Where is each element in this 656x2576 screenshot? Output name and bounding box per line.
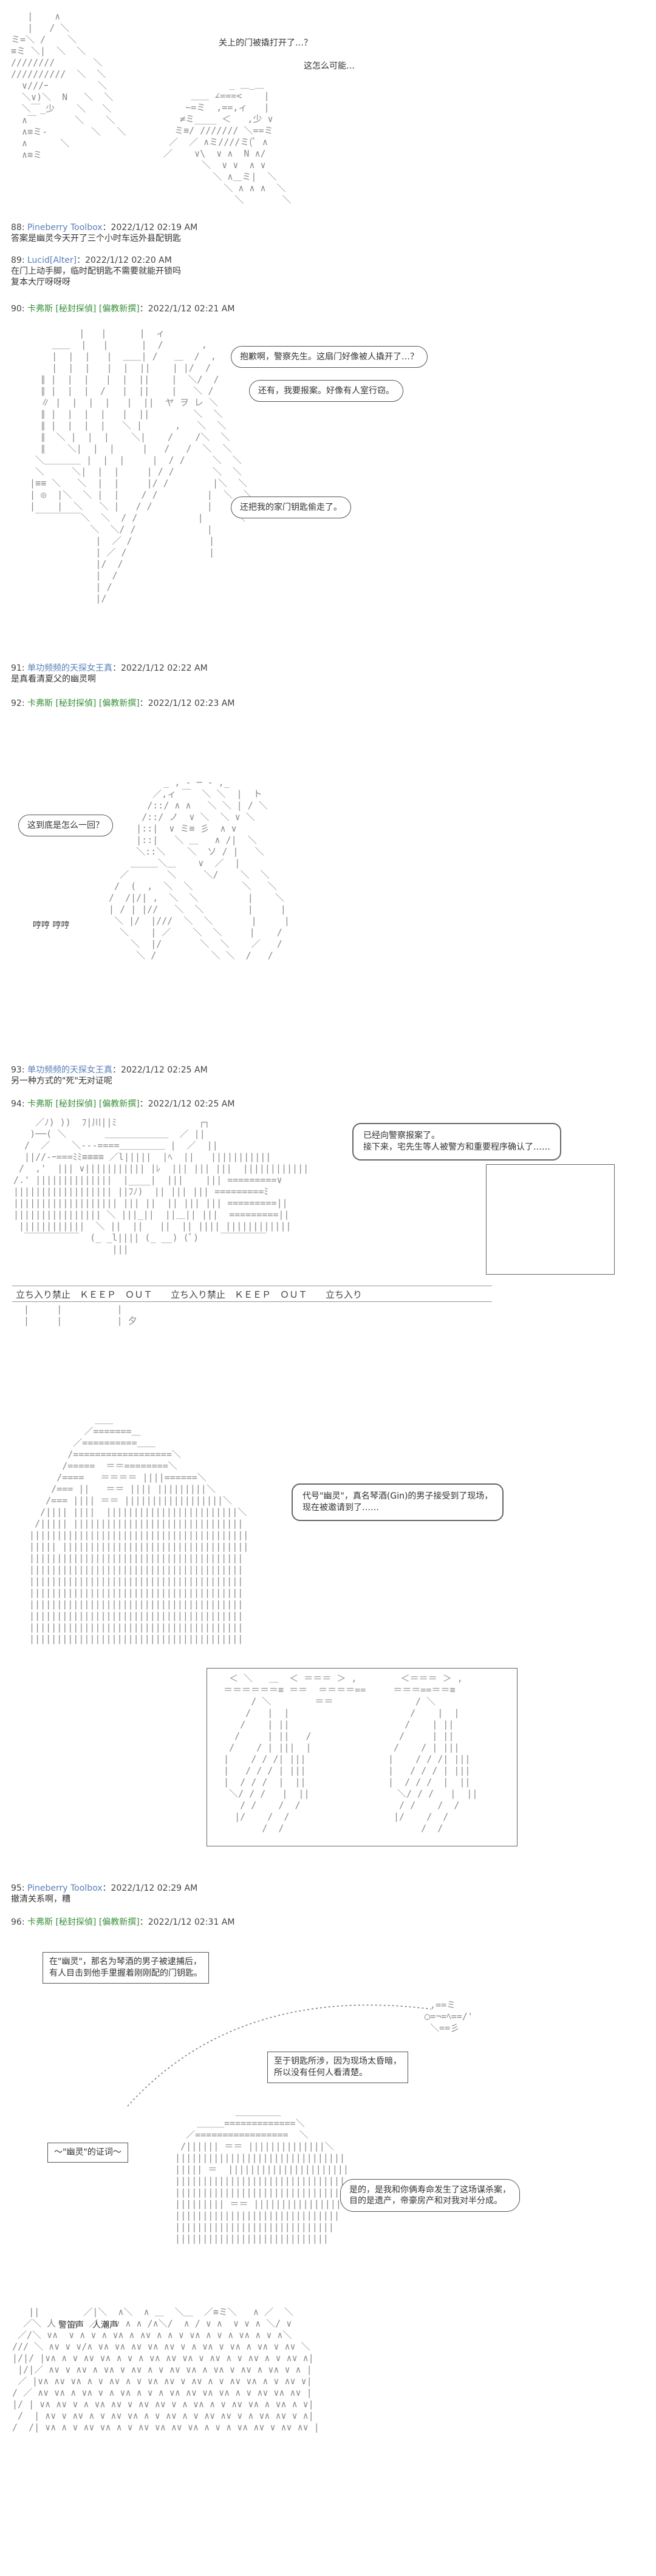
post-header-91: 91: 单功频频的天探女王真：2022/1/12 02:22 AM [11, 663, 208, 673]
post-body-88: 答案是幽灵今天开了三个小时车远外县配钥匙 [11, 234, 181, 243]
scene92-bubble-1: 这到底是怎么一回？ [18, 815, 113, 836]
post-date: 2022/1/12 02:31 AM [148, 1917, 235, 1927]
scene90-bubble-3: 还把我的家门钥匙偷走了。 [231, 497, 351, 518]
scene94-narration-2-line1: 代号"幽灵"，真名琴酒(Gin)的男子接受到了现场， [302, 1491, 493, 1501]
post-date: 2022/1/12 02:19 AM [111, 223, 198, 232]
scene94-narration-2: 代号"幽灵"，真名琴酒(Gin)的男子接受到了现场， 现在被邀请到了…… [292, 1483, 504, 1521]
post-author[interactable]: 单功频频的天探女王真 [27, 1065, 112, 1075]
scene96-key-throw-arc [127, 2004, 432, 2107]
post-number: 93: [11, 1065, 25, 1075]
post-header-96: 96: 卡弗斯 [秘封探偵] [偏教新撰]：2022/1/12 02:31 AM [11, 1917, 235, 1927]
scene96-label-text: ～"幽灵"的证词～ [54, 2147, 121, 2157]
scene92-sfx: 哼哼 哼哼 [33, 921, 70, 930]
post-author[interactable]: Lucid[Alter] [27, 256, 77, 265]
post-header-89: 89: Lucid[Alter]：2022/1/12 02:20 AM [11, 256, 172, 265]
scene96-narration-1-line1: 在"幽灵"，那名为琴酒的男子被逮捕后， [49, 1957, 202, 1967]
keepout-tape-text: 立ち入り禁止 ＫＥＥＰ ＯＵＴ 立ち入り禁止 ＫＥＥＰ ＯＵＴ 立ち入り [16, 1289, 363, 1300]
scene94-narration-1-line1: 已经向警察报案了。 [363, 1131, 440, 1141]
post-author[interactable]: 卡弗斯 [27, 304, 53, 314]
ascii-art-scene96-crowd: || ／|＼ ∧＼ ∧ ＿ ＼＿ ／≡ミ＼ ∧ ／ ＼ ／＼ 人 ∧ ／ ∧ ∨… [12, 2307, 319, 2433]
post-date: 2022/1/12 02:25 AM [120, 1065, 208, 1075]
ascii-art-scene94-police-car: ／ﾉ) )) ﾌ|川||ﾐ ┌┐ )──( ＼ ＿＿＿＿＿＿＿ ／ || / ／… [13, 1117, 309, 1255]
scene90-bubble-1: 抱歉啊，警察先生。这扇门好像被人撬开了…？ [231, 346, 428, 368]
ascii-art-left-figure: | ∧ | / ＼ ミ=＼ / ＼ ≡ミ ＼| ＼ ＼ //////// ＼ /… [11, 11, 126, 160]
arc-path [127, 2004, 432, 2107]
post-number: 91: [11, 663, 25, 673]
scene1-bubble-2: 这怎么可能… [304, 61, 355, 72]
scene94-narration-2-line2: 现在被邀请到了…… [302, 1503, 379, 1513]
scene90-bubble-2: 还有，我要报案。好像有人室行窃。 [249, 380, 403, 402]
scene90-bubble-3-text: 还把我的家门钥匙偷走了。 [240, 503, 342, 512]
post-author[interactable]: Pineberry Toolbox [27, 1883, 103, 1893]
scene96-bubble-confession-line1: 是的，是我和你俩寿命发生了这场谋杀案， [349, 2185, 511, 2195]
post-number: 94: [11, 1099, 25, 1109]
ascii-art-scene92-figure: _ , - ─ - ,_ ／,ィ ￣ ＼ ＼ | ト /::/ ∧ ∧ ＼ ＼ … [109, 777, 290, 961]
post-header-95: 95: Pineberry Toolbox：2022/1/12 02:29 AM [11, 1883, 198, 1893]
scene1-bubble-1: 关上的门被撬打开了…？ [219, 38, 312, 49]
post-date: 2022/1/12 02:20 AM [85, 256, 172, 265]
ascii-art-scene90-figure: | | | ィ ＿＿ | | | / , | | | | ＿＿| / ＿ / ,… [30, 328, 258, 604]
scene96-narration-1-line2: 有人目击到他手里握着刚刚配的门钥匙。 [49, 1968, 202, 1978]
post-body-93: 另一种方式的"死"无对证呢 [11, 1076, 112, 1086]
post-body-95: 撤清关系啊，糟 [11, 1894, 70, 1904]
post-trip: [秘封探偵] [55, 304, 97, 314]
post-date: 2022/1/12 02:25 AM [148, 1099, 235, 1109]
post-header-93: 93: 单功频频的天探女王真：2022/1/12 02:25 AM [11, 1065, 208, 1075]
ascii-art-scene96-ghost: ＿＿＿＿＿ ＿＿＿=============＼ ／===============… [175, 2106, 349, 2244]
scene96-label: ～"幽灵"的证词～ [47, 2143, 128, 2163]
post-date: 2022/1/12 02:21 AM [148, 304, 235, 314]
scene96-bubble-confession-line2: 目的是遗产，帝豪房产和对我对半分成。 [349, 2196, 502, 2206]
ascii-art-scene1-figure: _ ＿_＿ ＿＿ ∠===< | ~=ミ ,==,ィ | ≠ミ____ ＜ ,少… [163, 79, 292, 205]
post-number: 88: [11, 223, 25, 232]
post-header-94: 94: 卡弗斯 [秘封探偵] [偏教新撰]：2022/1/12 02:25 AM [11, 1099, 235, 1109]
post-author[interactable]: 卡弗斯 [27, 1099, 53, 1109]
scene94-narration-1-line2: 接下来，宅先生等人被警方和重要程序确认了…… [363, 1142, 550, 1152]
scene1-bubble-1-text: 关上的门被撬打开了…？ [219, 38, 312, 48]
scene90-bubble-2-text: 还有，我要报案。好像有人室行窃。 [258, 386, 394, 396]
scene94-narration-1: 已经向警察报案了。 接下来，宅先生等人被警方和重要程序确认了…… [352, 1123, 561, 1161]
ascii-art-keepout-posts: | | | | | | 夕 [24, 1304, 137, 1326]
post-trip: [秘封探偵] [55, 1099, 97, 1109]
post-author[interactable]: 单功频频的天探女王真 [27, 663, 112, 673]
post-author[interactable]: Pineberry Toolbox [27, 223, 103, 232]
post-body-89-line1: 在门上动手脚，临时配钥匙不需要就能开锁吗 [11, 266, 181, 276]
post-number: 89: [11, 256, 25, 265]
post-header-92: 92: 卡弗斯 [秘封探偵] [偏教新撰]：2022/1/12 02:23 AM [11, 699, 235, 708]
ascii-art-scene94-ghost: ＿＿ ／=======＿ ／==========＿＿ /============… [29, 1414, 249, 1644]
post-trip2: [偏教新撰] [98, 699, 140, 708]
ascii-art-handcuffs: ＜ ＼ ＿ ＜ ＝＝＝ ＞ , ＜＝＝＝ ＞ , ＝＝＝＝＝＝≡ ＝＝ ＝＝＝＝… [224, 1673, 478, 1834]
scene96-sfx: 警笛声 人潮声 [58, 2320, 118, 2330]
post-trip: [秘封探偵] [55, 1917, 97, 1927]
post-date: 2022/1/12 02:29 AM [111, 1883, 198, 1893]
post-trip: [秘封探偵] [55, 699, 97, 708]
post-date: 2022/1/12 02:22 AM [120, 663, 208, 673]
post-number: 90: [11, 304, 25, 314]
scene94-handcuff-panel [207, 1668, 518, 1846]
scene96-narration-2: 至于钥匙所涉，因为现场太昏暗， 所以没有任何人看清楚。 [267, 2052, 408, 2083]
post-trip2: [偏教新撰] [98, 304, 140, 314]
scene90-bubble-1-text: 抱歉啊，警察先生。这扇门好像被人撬开了…？ [240, 352, 419, 362]
post-body-91: 是真看清夏父的幽灵啊 [11, 674, 96, 684]
post-body-89-line2: 复本大厅呀呀呀 [11, 277, 70, 287]
scene96-narration-1: 在"幽灵"，那名为琴酒的男子被逮捕后， 有人目击到他手里握着刚刚配的门钥匙。 [43, 1952, 209, 1984]
scene94-panel-rect [486, 1164, 615, 1275]
ascii-art-key: ,==ミ ◯=¬=ﾍ==/' ＼==彡 [425, 1999, 473, 2033]
post-header-88: 88: Pineberry Toolbox：2022/1/12 02:19 AM [11, 223, 198, 232]
post-trip2: [偏教新撰] [98, 1099, 140, 1109]
scene96-bubble-confession: 是的，是我和你俩寿命发生了这场谋杀案， 目的是遗产，帝豪房产和对我对半分成。 [340, 2179, 520, 2212]
post-trip2: [偏教新撰] [98, 1917, 140, 1927]
scene96-narration-2-line1: 至于钥匙所涉，因为现场太昏暗， [274, 2056, 401, 2066]
post-number: 92: [11, 699, 25, 708]
post-number: 95: [11, 1883, 25, 1893]
post-number: 96: [11, 1917, 25, 1927]
post-date: 2022/1/12 02:23 AM [148, 699, 235, 708]
post-author[interactable]: 卡弗斯 [27, 1917, 53, 1927]
scene92-bubble-1-text: 这到底是怎么一回？ [27, 821, 104, 830]
scene1-bubble-2-text: 这怎么可能… [304, 61, 355, 71]
post-author[interactable]: 卡弗斯 [27, 699, 53, 708]
post-header-90: 90: 卡弗斯 [秘封探偵] [偏教新撰]：2022/1/12 02:21 AM [11, 304, 235, 314]
keepout-tape-bottom [12, 1301, 492, 1302]
scene96-narration-2-line2: 所以没有任何人看清楚。 [274, 2068, 367, 2078]
